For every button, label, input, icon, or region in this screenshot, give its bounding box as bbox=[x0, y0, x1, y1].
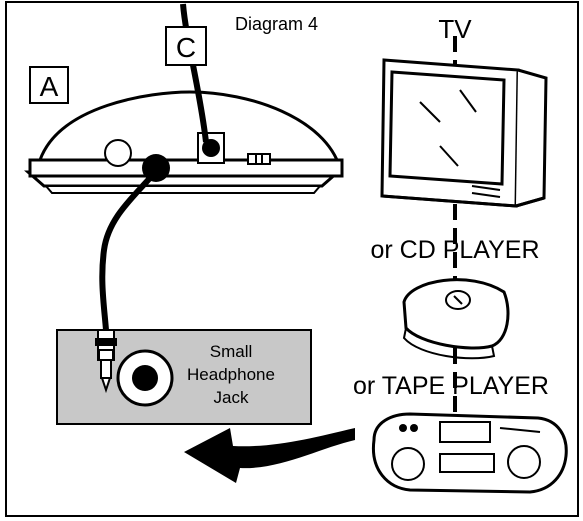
headphone-jack-panel: Small Headphone Jack bbox=[56, 329, 312, 425]
audio-cable bbox=[99, 154, 170, 331]
label-a-box bbox=[29, 66, 69, 104]
label-c-box bbox=[165, 26, 207, 66]
label-c: C bbox=[176, 32, 196, 63]
switch-icon bbox=[247, 153, 271, 165]
curved-arrow-icon bbox=[184, 428, 355, 483]
tv-icon bbox=[380, 58, 548, 208]
label-a: A bbox=[40, 71, 59, 102]
or-tape-player-label: or TAPE PLAYER bbox=[353, 372, 549, 400]
cd-player-icon bbox=[402, 278, 510, 360]
jack-label-line2: Headphone bbox=[187, 365, 275, 384]
round-socket-icon bbox=[104, 139, 132, 167]
diagram-title: Diagram 4 bbox=[235, 14, 318, 34]
jack-label-line3: Jack bbox=[214, 388, 249, 407]
base-unit-a bbox=[24, 90, 344, 194]
tape-player-icon bbox=[371, 412, 568, 494]
tv-label: TV bbox=[438, 14, 472, 44]
jack-label-line1: Small bbox=[210, 342, 253, 361]
or-cd-player-label: or CD PLAYER bbox=[370, 236, 539, 264]
power-cord bbox=[180, 3, 209, 143]
